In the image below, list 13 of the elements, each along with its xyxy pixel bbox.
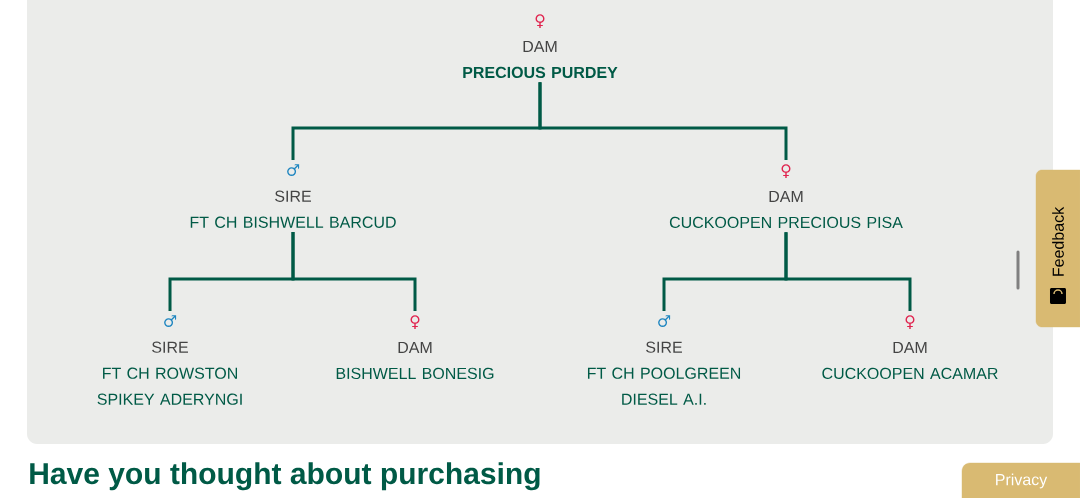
pedigree-entry: ♂ SIRE FT CH POOLGREEN DIESEL A.I. xyxy=(588,315,740,405)
pedigree-entry: ♂ SIRE FT CH ROWSTON SPIKEY ADERYNGI xyxy=(97,315,242,405)
pedigree-entry: ♂ SIRE FT CH BISHWELL BARCUD xyxy=(190,164,396,228)
privacy-button: Privacy xyxy=(961,462,1080,498)
heading: Have you thought about purchasing xyxy=(30,462,540,491)
feedback-tab: Feedback xyxy=(1035,169,1080,328)
pedigree-entry: ♀ DAM CUCKOOPEN PRECIOUS PISA xyxy=(669,164,903,229)
tree-connector xyxy=(291,232,417,311)
pedigree-entry: ♀ DAM BISHWELL BONESIG xyxy=(336,315,494,380)
tree-connector xyxy=(784,232,912,311)
pedigree-entry: ♀ DAM PRECIOUS PURDEY xyxy=(463,14,618,79)
pedigree-entry: ♀ DAM CUCKOOPEN ACAMAR xyxy=(822,315,998,380)
tree-connector xyxy=(538,82,788,160)
